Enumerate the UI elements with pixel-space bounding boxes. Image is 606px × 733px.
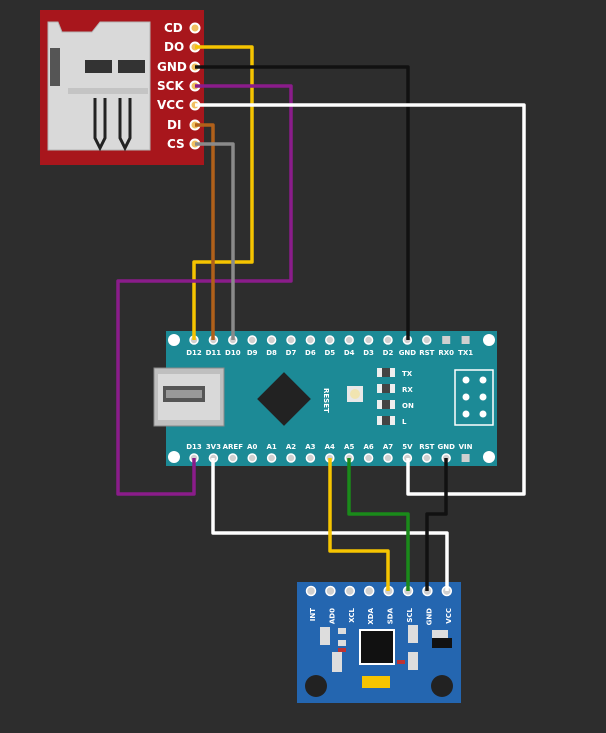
nano-pin-label: D13	[186, 443, 202, 451]
nano-pin-label: A6	[363, 443, 373, 451]
nano-pin-label: VIN	[459, 443, 473, 451]
mpu-pin-label: AD0	[328, 608, 336, 624]
microcontroller-chip	[257, 372, 311, 426]
mpu-pin-ad0[interactable]	[325, 585, 336, 597]
led-label: L	[402, 418, 407, 426]
nano-pin-a2[interactable]	[286, 453, 296, 463]
mpu-pin-xcl[interactable]	[344, 585, 356, 597]
nano-pin-label: D8	[266, 349, 277, 357]
wire-gnd-mpu-gnd[interactable]	[425, 458, 448, 591]
wire-sd-sck-d13[interactable]	[116, 84, 293, 496]
nano-pin-a1[interactable]	[266, 453, 277, 463]
wires	[116, 45, 526, 591]
nano-pin-d3[interactable]	[363, 335, 374, 345]
status-leds	[377, 368, 395, 425]
nano-pin-label: 3V3	[206, 443, 221, 451]
mpu-pin-label: SDA	[387, 607, 395, 624]
nano-pin-label: RST	[419, 443, 434, 451]
nano-pin-label: D4	[344, 349, 355, 357]
usb-connector	[153, 367, 225, 427]
sd-pin-label: DI	[167, 118, 181, 132]
nano-pin-label: GND	[399, 349, 417, 357]
sd-pin-label: CS	[167, 137, 185, 151]
nano-pin-aref[interactable]	[228, 453, 238, 463]
nano-pin-label: D9	[247, 349, 258, 357]
nano-pin-rst[interactable]	[422, 335, 432, 345]
sd-card-module: CD DO GND SCK VCC DI CS	[40, 10, 204, 165]
wire-sd-gnd-nano-gnd[interactable]	[195, 65, 410, 340]
wire-sd-di-d11[interactable]	[195, 123, 215, 340]
nano-pin-label: D3	[363, 349, 374, 357]
nano-pin-label: D7	[286, 349, 297, 357]
nano-pin-a3[interactable]	[305, 453, 316, 463]
nano-pin-label: 5V	[402, 443, 413, 451]
led-label: RX	[402, 386, 413, 394]
nano-pin-label: A2	[286, 443, 296, 451]
nano-pin-d8[interactable]	[266, 335, 277, 345]
wire-sd-vcc-5v[interactable]	[195, 103, 526, 496]
nano-pin-d9[interactable]	[247, 335, 257, 345]
nano-pin-label: A0	[247, 443, 257, 451]
nano-pin-rst[interactable]	[422, 453, 432, 463]
sd-pin-label: DO	[164, 40, 184, 54]
wire-sd-do-d12[interactable]	[192, 45, 254, 340]
nano-pin-label: RX0	[438, 349, 454, 357]
nano-pin-tx1[interactable]	[461, 336, 470, 344]
nano-pin-d7[interactable]	[286, 335, 296, 345]
sd-pin-label: CD	[164, 21, 183, 35]
nano-pin-a6[interactable]	[363, 453, 374, 463]
mpu-pin-label: VCC	[445, 608, 453, 624]
mpu-pin-label: INT	[309, 608, 317, 621]
nano-pin-a7[interactable]	[383, 453, 393, 463]
nano-pin-label: AREF	[223, 443, 244, 451]
nano-pin-label: D10	[225, 349, 241, 357]
led-label: TX	[402, 370, 413, 378]
nano-pin-label: TX1	[458, 349, 473, 357]
nano-pin-label: D12	[186, 349, 202, 357]
nano-pin-a0[interactable]	[247, 453, 257, 463]
led-label: ON	[402, 402, 414, 410]
sd-pin[interactable]	[189, 22, 201, 34]
nano-pin-label: A5	[344, 443, 354, 451]
wire-sd-cs-d10[interactable]	[195, 142, 235, 340]
nano-pin-label: D11	[206, 349, 222, 357]
nano-pin-d4[interactable]	[344, 335, 354, 345]
nano-pin-d6[interactable]	[305, 335, 316, 345]
nano-pin-label: RST	[419, 349, 434, 357]
mpu-pin-label: SCL	[406, 607, 414, 622]
nano-pin-rx0[interactable]	[442, 336, 451, 344]
nano-pin-label: A7	[383, 443, 393, 451]
nano-pin-label: D5	[324, 349, 335, 357]
sd-pin-label: SCK	[157, 79, 184, 93]
nano-pin-label: A4	[325, 443, 335, 451]
mpu-pin-label: XCL	[348, 607, 356, 622]
mpu-pin-int[interactable]	[305, 585, 317, 597]
wire-a4-sda[interactable]	[328, 458, 390, 591]
nano-pin-d2[interactable]	[383, 335, 393, 345]
icsp-header	[454, 369, 494, 426]
reset-label: RESET	[322, 388, 330, 413]
sd-pin-label: GND	[157, 60, 187, 74]
nano-pin-label: D2	[383, 349, 394, 357]
sd-pin-label: VCC	[157, 98, 184, 112]
mpu-pin-label: GND	[425, 608, 433, 626]
nano-pin-label: GND	[437, 443, 455, 451]
nano-pin-label: A3	[305, 443, 315, 451]
mpu-module: INT AD0 XCL XDA SDA SCL GND VCC	[297, 582, 461, 703]
nano-pin-vin[interactable]	[461, 454, 470, 462]
mpu-pin-label: XDA	[367, 607, 375, 624]
sd-slot	[47, 21, 151, 151]
wire-a5-scl[interactable]	[347, 458, 410, 591]
mpu-pin-xda[interactable]	[363, 585, 375, 597]
nano-pin-label: D6	[305, 349, 316, 357]
sensor-chip	[359, 629, 395, 665]
nano-pin-label: A1	[266, 443, 276, 451]
nano-pin-d5[interactable]	[325, 335, 335, 345]
